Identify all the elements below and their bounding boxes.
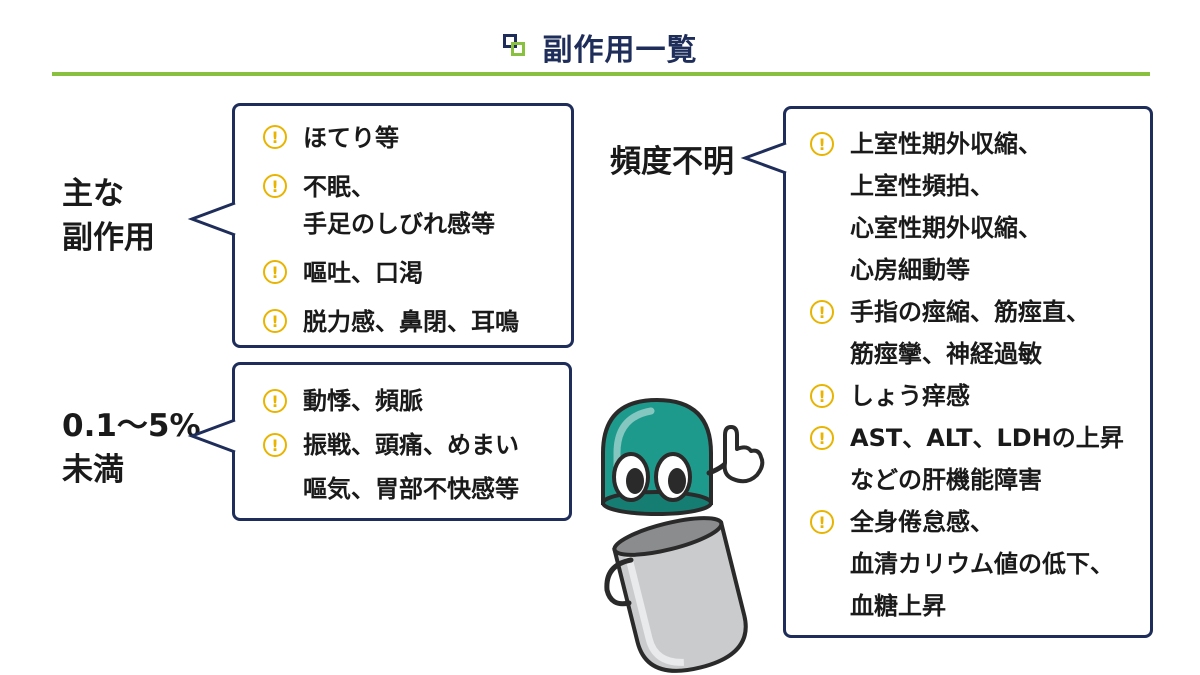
exclamation-circle-icon: ! bbox=[263, 174, 287, 198]
main-effects-label-line1: 主な bbox=[62, 176, 124, 212]
unknown-freq-effect-item-text: 手指の痙縮、筋痙直、 bbox=[850, 298, 1090, 326]
unknown-freq-effect-item: ! AST、ALT、LDHの上昇などの肝機能障害 bbox=[810, 417, 1150, 501]
exclamation-circle-icon: ! bbox=[263, 260, 287, 284]
main-effects-box-pointer bbox=[187, 201, 236, 237]
main-effects-label-line2: 副作用 bbox=[62, 220, 155, 256]
low-freq-label-line1: 0.1〜5% bbox=[62, 408, 201, 444]
unknown-freq-effects-box: ! 上室性期外収縮、上室性頻拍、心室性期外収縮、心房細動等! 手指の痙縮、筋痙直、筋… bbox=[783, 106, 1153, 638]
low-freq-effect-item-text: 振戦、頭痛、めまい bbox=[303, 431, 519, 459]
low-freq-effect-item-text: 動悸、頻脈 bbox=[303, 387, 423, 415]
main-effects-box: ! ほてり等! 不眠、手足のしびれ感等! 嘔吐、口渇! 脱力感、鼻閉、耳鳴 bbox=[232, 103, 574, 348]
main-effect-item: ! 嘔吐、口渇 bbox=[263, 255, 571, 292]
unknown-freq-effect-item: ! 手指の痙縮、筋痙直、筋痙攣、神経過敏 bbox=[810, 291, 1150, 375]
main-effect-item: ! 脱力感、鼻閉、耳鳴 bbox=[263, 304, 571, 341]
page-title: 副作用一覧 bbox=[542, 33, 698, 68]
main-effect-item: ! 不眠、手足のしびれ感等 bbox=[263, 169, 571, 243]
unknown-freq-effect-item-text: 心房細動等 bbox=[850, 256, 970, 284]
low-freq-effect-item: ! 振戦、頭痛、めまい嘔気、胃部不快感等 bbox=[263, 423, 569, 511]
exclamation-circle-icon: ! bbox=[263, 125, 287, 149]
main-effect-item-text: 嘔吐、口渇 bbox=[303, 259, 423, 287]
exclamation-circle-icon: ! bbox=[810, 510, 834, 534]
exclamation-circle-icon: ! bbox=[810, 384, 834, 408]
unknown-freq-box-pointer bbox=[740, 141, 787, 175]
exclamation-circle-icon: ! bbox=[810, 426, 834, 450]
header-divider bbox=[52, 72, 1150, 76]
main-effect-item-text: 脱力感、鼻閉、耳鳴 bbox=[303, 308, 519, 336]
main-effect-item-text: 不眠、 bbox=[303, 173, 375, 201]
unknown-freq-effect-item-text: AST、ALT、LDHの上昇 bbox=[850, 424, 1124, 452]
page-header: 副作用一覧 bbox=[0, 22, 1200, 72]
low-freq-effect-item: ! 動悸、頻脈 bbox=[263, 379, 569, 423]
low-freq-box-pointer bbox=[187, 418, 236, 454]
overlapping-squares-icon bbox=[502, 34, 529, 60]
unknown-freq-effect-item-text: などの肝機能障害 bbox=[850, 466, 1042, 494]
unknown-freq-effect-item: ! 全身倦怠感、血清カリウム値の低下、血糖上昇 bbox=[810, 501, 1150, 627]
low-freq-effects-box: ! 動悸、頻脈! 振戦、頭痛、めまい嘔気、胃部不快感等 bbox=[232, 362, 572, 521]
unknown-freq-effect-item-text: しょう痒感 bbox=[850, 382, 970, 410]
unknown-freq-effect-item-text: 心室性期外収縮、 bbox=[850, 214, 1042, 242]
unknown-freq-effect-item: ! しょう痒感 bbox=[810, 375, 1150, 417]
main-effects-label: 主な 副作用 bbox=[62, 172, 155, 260]
unknown-freq-effect-item-text: 上室性頻拍、 bbox=[850, 172, 994, 200]
main-effect-item: ! ほてり等 bbox=[263, 120, 571, 157]
low-freq-label: 0.1〜5% 未満 bbox=[62, 404, 201, 492]
low-freq-effect-item-text: 嘔気、胃部不快感等 bbox=[303, 475, 519, 503]
exclamation-circle-icon: ! bbox=[810, 132, 834, 156]
low-freq-label-line2: 未満 bbox=[62, 452, 124, 488]
unknown-freq-effect-item-text: 上室性期外収縮、 bbox=[850, 130, 1042, 158]
main-effect-item-text: ほてり等 bbox=[303, 124, 399, 152]
exclamation-circle-icon: ! bbox=[263, 309, 287, 333]
unknown-freq-effect-item-text: 血糖上昇 bbox=[850, 592, 946, 620]
exclamation-circle-icon: ! bbox=[263, 433, 287, 457]
unknown-freq-effect-item-text: 筋痙攣、神経過敏 bbox=[850, 340, 1042, 368]
unknown-freq-effect-item: ! 上室性期外収縮、上室性頻拍、心室性期外収縮、心房細動等 bbox=[810, 123, 1150, 291]
exclamation-circle-icon: ! bbox=[263, 389, 287, 413]
capsule-mascot-illustration bbox=[601, 397, 765, 673]
unknown-freq-effect-item-text: 血清カリウム値の低下、 bbox=[850, 550, 1114, 578]
unknown-freq-label: 頻度不明 bbox=[610, 144, 734, 180]
main-effect-item-text: 手足のしびれ感等 bbox=[303, 210, 495, 238]
unknown-freq-effect-item-text: 全身倦怠感、 bbox=[850, 508, 994, 536]
exclamation-circle-icon: ! bbox=[810, 300, 834, 324]
